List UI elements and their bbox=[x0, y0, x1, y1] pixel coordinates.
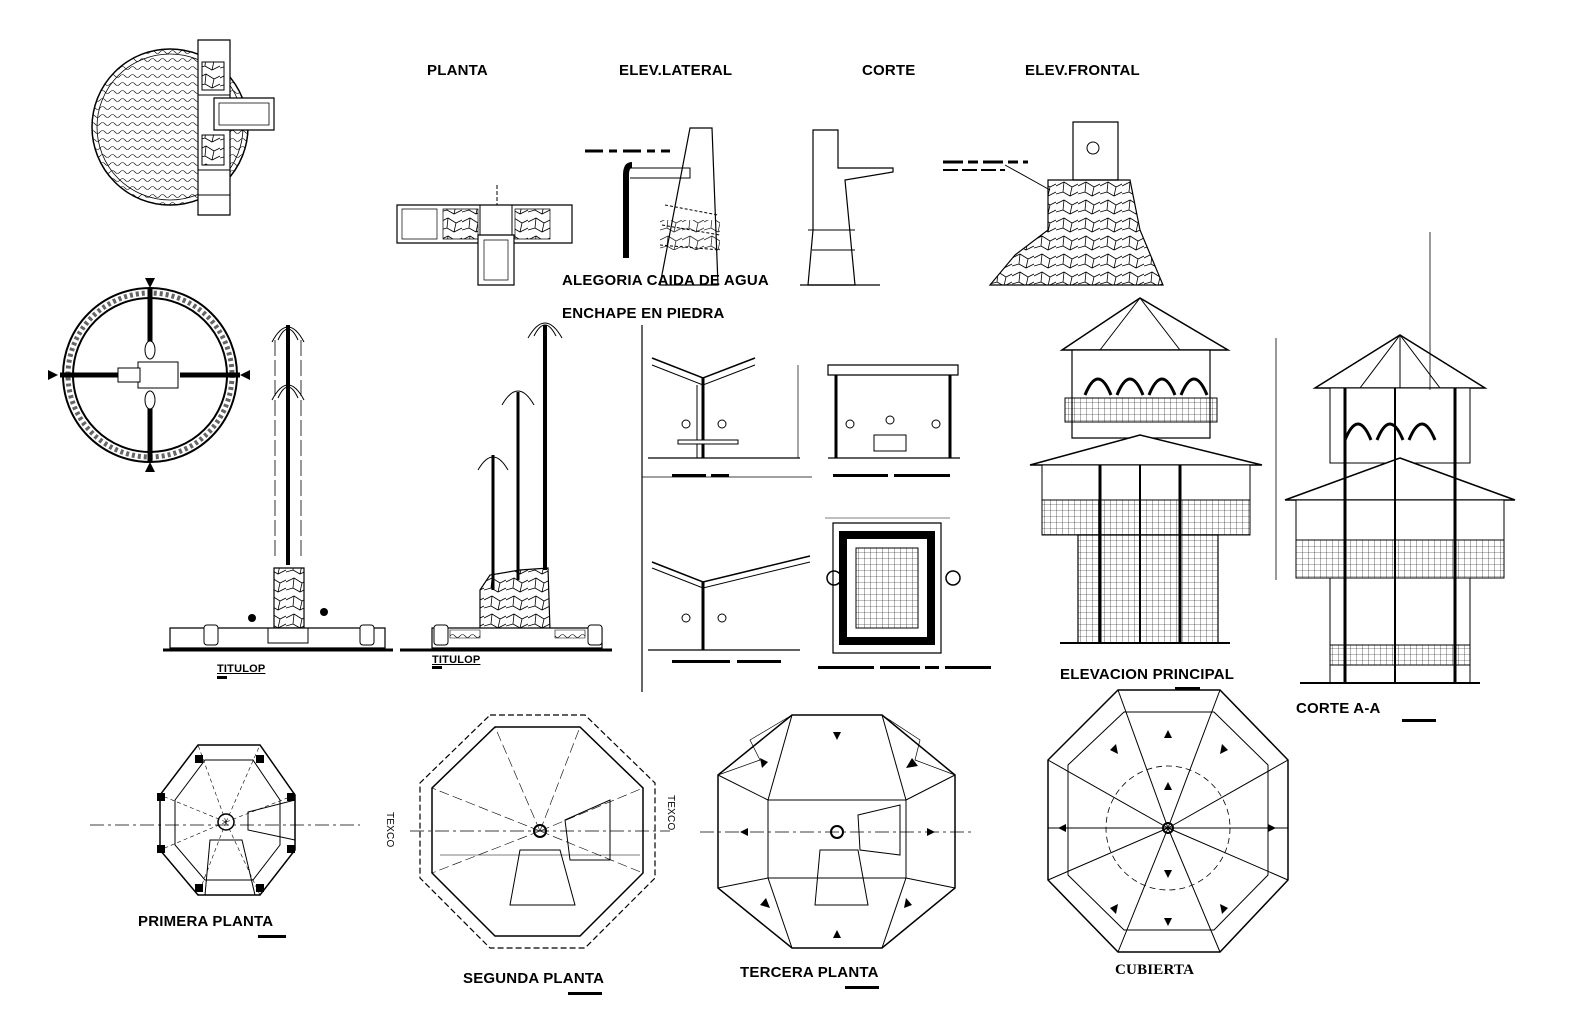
pergola-elevation-1 bbox=[648, 358, 800, 458]
label-elev-frontal: ELEV.FRONTAL bbox=[1025, 62, 1140, 79]
label-corte: CORTE bbox=[862, 62, 916, 79]
first-floor-plan bbox=[90, 745, 360, 895]
gazebo-section-aa bbox=[1276, 232, 1515, 683]
label-texco-left: TEXCO bbox=[384, 812, 395, 848]
label-elev-lateral: ELEV.LATERAL bbox=[619, 62, 733, 79]
pergola-plan bbox=[825, 518, 960, 653]
second-floor-plan bbox=[410, 715, 670, 948]
label-elevacion-principal: ELEVACION PRINCIPAL bbox=[1060, 666, 1235, 683]
label-corte-aa: CORTE A-A bbox=[1296, 700, 1381, 717]
label-titulo-2: TITULOP bbox=[432, 654, 481, 666]
label-segunda-planta: SEGUNDA PLANTA bbox=[463, 970, 605, 987]
tall-fountain-elevation-2 bbox=[400, 323, 612, 650]
roof-plan bbox=[1048, 690, 1288, 952]
label-alegoria: ALEGORIA CAIDA DE AGUA bbox=[562, 272, 769, 289]
alegoria-plan bbox=[397, 185, 572, 285]
label-enchape: ENCHAPE EN PIEDRA bbox=[562, 305, 725, 322]
label-primera-planta: PRIMERA PLANTA bbox=[138, 913, 274, 930]
pergola-elevation-2 bbox=[828, 365, 960, 458]
pergola-elevation-3 bbox=[648, 556, 810, 650]
label-planta: PLANTA bbox=[427, 62, 488, 79]
label-titulo-1: TITULOP bbox=[217, 663, 266, 675]
label-cubierta: CUBIERTA bbox=[1115, 962, 1195, 978]
tall-fountain-elevation-1 bbox=[163, 325, 393, 650]
alegoria-front-elevation bbox=[943, 122, 1163, 285]
ring-fountain-plan bbox=[48, 278, 250, 472]
label-tercera-planta: TERCERA PLANTA bbox=[740, 964, 879, 981]
label-texco-right: TEXCO bbox=[665, 795, 676, 831]
third-floor-plan bbox=[700, 715, 975, 948]
gazebo-main-elevation bbox=[1030, 298, 1262, 643]
alegoria-section bbox=[800, 130, 893, 285]
scale-bars bbox=[217, 474, 1436, 995]
alegoria-side-elevation bbox=[585, 128, 720, 285]
fountain-circular-plan bbox=[92, 40, 274, 215]
